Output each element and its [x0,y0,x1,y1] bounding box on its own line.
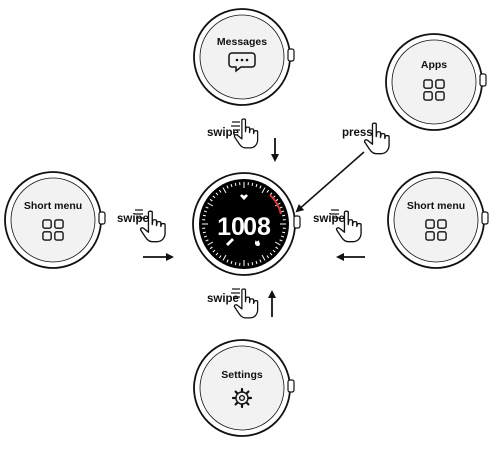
gear-icon [233,389,251,407]
press-label: press [342,127,373,139]
messages-label: Messages [217,36,267,48]
apps-label: Apps [421,59,447,71]
settings-label: Settings [221,369,263,381]
swipe-down-gesture: swipe [207,119,275,160]
clock-hours: 10 [217,213,245,241]
crown-button [482,212,488,224]
crown-button [288,49,294,61]
bezel-tick [235,262,236,265]
bezel-tick [203,215,206,216]
messages-screen: Messages [194,9,294,105]
swipe-right-gesture: swipe [117,210,172,257]
bezel-tick [252,262,253,265]
clock-minutes: 08 [243,213,271,241]
crown-button [99,212,105,224]
apps-screen: Apps [386,34,486,130]
press-gesture: press [297,123,389,211]
bezel-tick [235,183,236,186]
crown-button [294,216,300,228]
short-menu-right-screen: Short menu [388,172,488,268]
short-menu-label: Short menu [24,200,82,212]
short-menu-label: Short menu [407,200,465,212]
swipe-up-gesture: swipe [207,289,272,318]
swipe-left-label: swipe [313,213,345,225]
swipe-up-label: swipe [207,293,239,305]
crown-button [480,74,486,86]
swipe-left-gesture: swipe [313,210,365,257]
center-watch: 10 08 [193,173,300,275]
bezel-tick [282,215,285,216]
short-menu-left-screen: Short menu [5,172,105,268]
bezel-tick [252,183,253,186]
settings-screen: Settings [194,340,294,436]
bezel-tick [282,232,285,233]
crown-button [288,380,294,392]
arrow-to-watch [297,152,364,211]
swipe-right-label: swipe [117,213,149,225]
bezel-tick [203,232,206,233]
